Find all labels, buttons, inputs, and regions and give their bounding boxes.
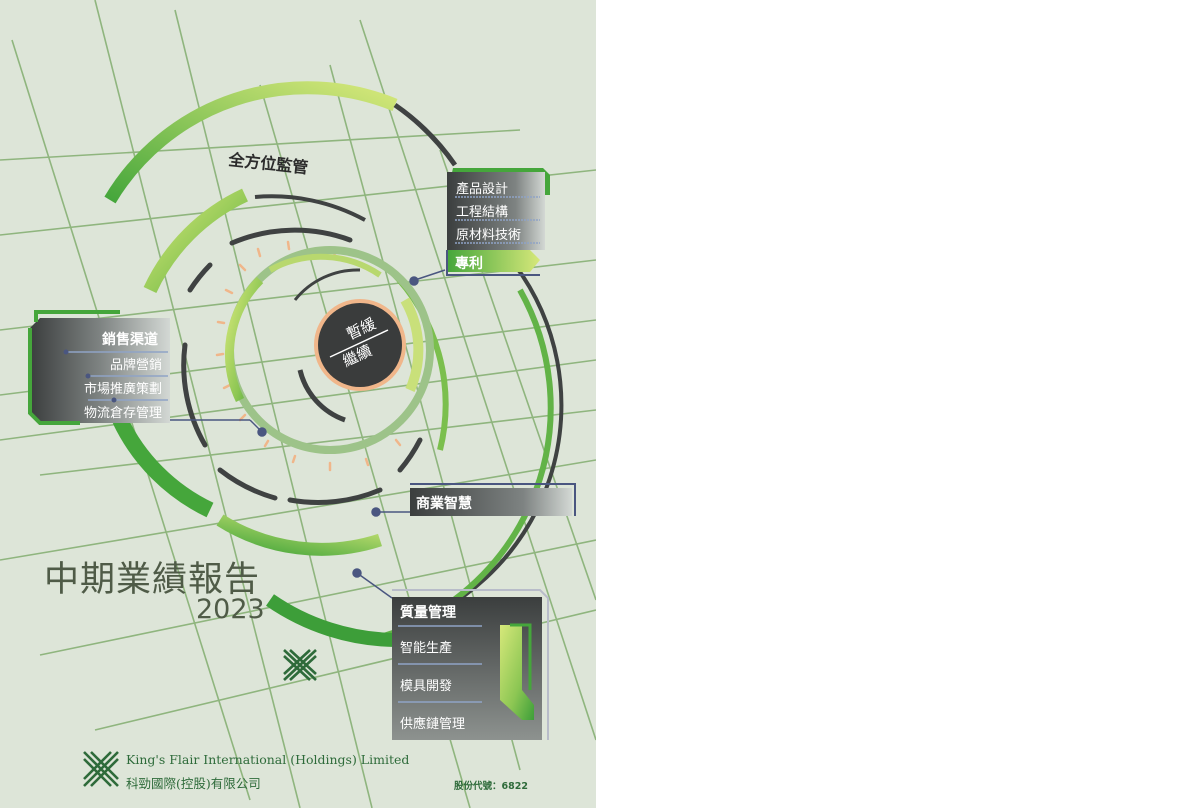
connectors [170, 269, 446, 599]
cover-artwork [0, 0, 596, 808]
panel-left-item: 市場推廣策劃 [84, 382, 163, 397]
panel-top-right-item: 原材料技術 [456, 228, 522, 243]
panel-top-right-highlight: 專利 [455, 256, 483, 272]
report-cover: 全方位監管 暫緩 繼續 產品設計 工程結構 原材料技術 專利 銷售渠道 品牌營銷… [0, 0, 596, 808]
report-year: 2023 [196, 594, 265, 625]
core-disc [314, 299, 406, 391]
panel-left [28, 310, 170, 425]
panel-mid-right-heading: 商業智慧 [416, 496, 472, 512]
panel-bottom-right [392, 589, 549, 740]
panel-top-right [446, 168, 550, 276]
panel-top-right-item: 工程結構 [456, 205, 509, 220]
kings-flair-logo-icon [283, 649, 317, 681]
panel-left-item: 品牌營銷 [110, 358, 163, 373]
panel-mid-right [410, 483, 576, 516]
panel-bottom-right-item: 供應鏈管理 [400, 717, 466, 732]
panel-bottom-right-item: 智能生產 [400, 641, 453, 656]
panel-left-item: 物流倉存管理 [84, 406, 163, 421]
middle-ring [181, 227, 423, 505]
kings-flair-logo-icon [83, 751, 119, 787]
stock-code: 股份代號：6822 [454, 781, 528, 792]
panel-bottom-right-item: 模具開發 [400, 679, 453, 694]
panel-bottom-right-heading: 質量管理 [400, 605, 456, 621]
panel-top-right-item: 產品設計 [456, 182, 509, 197]
outer-rings [104, 81, 564, 647]
company-name-en: King's Flair International (Holdings) Li… [126, 752, 410, 767]
panel-left-heading: 銷售渠道 [102, 332, 158, 348]
inner-rings [224, 246, 434, 454]
report-title: 中期業績報告 [44, 560, 261, 600]
company-name-zh: 科勁國際(控股)有限公司 [126, 776, 261, 791]
